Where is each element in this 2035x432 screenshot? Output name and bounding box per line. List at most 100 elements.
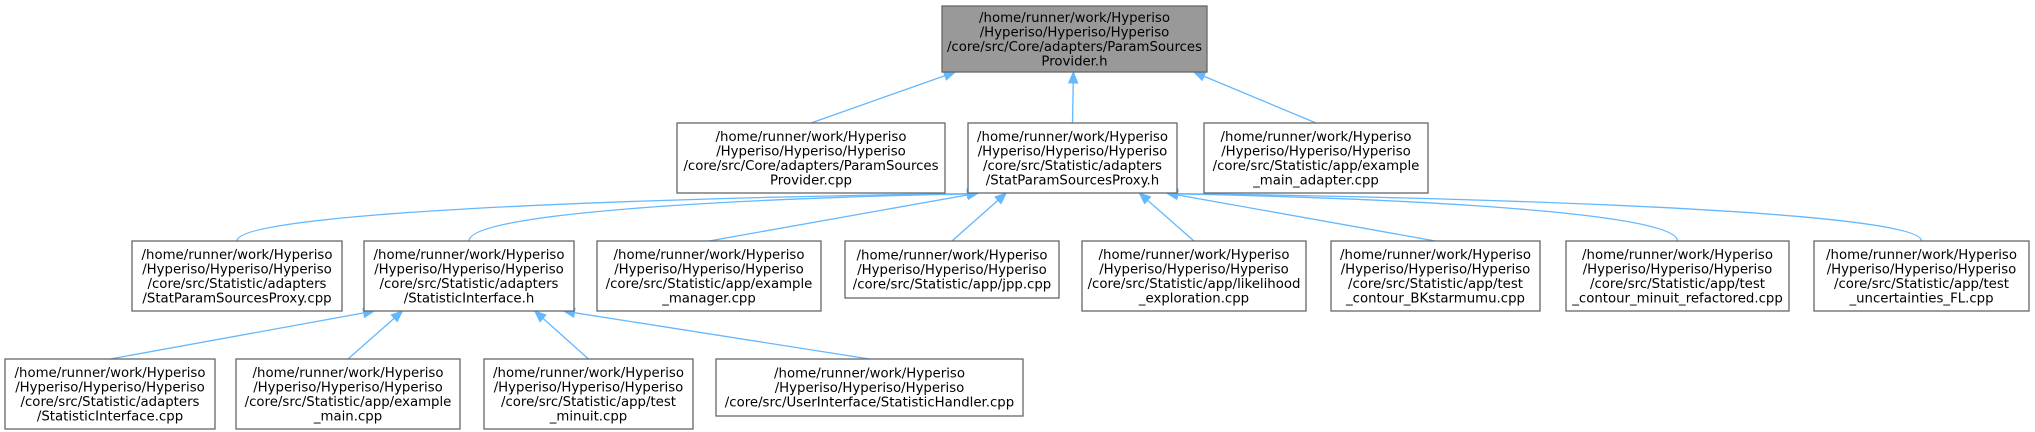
graph-node[interactable]: /home/runner/work/Hyperiso/Hyperiso/Hype…: [941, 5, 1208, 73]
node-label-line: /home/runner/work/Hyperiso: [857, 249, 1048, 264]
edge-line: [541, 317, 589, 360]
graph-node[interactable]: /home/runner/work/Hyperiso/Hyperiso/Hype…: [1813, 240, 2030, 312]
graph-node[interactable]: /home/runner/work/Hyperiso/Hyperiso/Hype…: [1203, 122, 1429, 194]
node-label-line: /core/src/Statistic/app/jpp.cpp: [853, 278, 1052, 293]
node-label-line: /home/runner/work/Hyperiso: [614, 248, 805, 263]
node-label-line: _manager.cpp: [661, 291, 756, 306]
node-label-line: /Hyperiso/Hyperiso/Hyperiso: [1341, 262, 1531, 277]
node-label-line: /home/runner/work/Hyperiso: [1099, 248, 1290, 263]
node-label-line: /home/runner/work/Hyperiso: [15, 366, 206, 381]
graph-node[interactable]: /home/runner/work/Hyperiso/Hyperiso/Hype…: [1081, 240, 1307, 312]
graph-node[interactable]: /home/runner/work/Hyperiso/Hyperiso/Hype…: [676, 122, 946, 194]
dependency-edge: [1192, 71, 1317, 124]
node-label-line: /core/src/Statistic/adapters: [380, 277, 559, 292]
edge-arrowhead: [390, 310, 404, 323]
node-label-line: /home/runner/work/Hyperiso: [977, 130, 1168, 145]
node-box: [1565, 240, 1790, 312]
node-label-line: /StatisticInterface.cpp: [37, 409, 183, 424]
graph-node[interactable]: /home/runner/work/Hyperiso/Hyperiso/Hype…: [235, 358, 461, 430]
node-label-line: /Hyperiso/Hyperiso/Hyperiso: [1099, 262, 1289, 277]
node-label-line: _contour_BKstarmumu.cpp: [1345, 291, 1525, 306]
node-label-line: /Hyperiso/Hyperiso/Hyperiso: [374, 262, 564, 277]
graph-node[interactable]: /home/runner/work/Hyperiso/Hyperiso/Hype…: [1330, 240, 1541, 312]
node-label-line: _minuit.cpp: [549, 409, 627, 424]
node-label-line: /Hyperiso/Hyperiso/Hyperiso: [980, 25, 1170, 40]
edge-line: [347, 317, 396, 360]
edge-line: [468, 193, 969, 242]
edge-line: [1071, 81, 1074, 124]
edge-line: [573, 311, 870, 360]
node-label-line: /StatParamSourcesProxy.h: [986, 173, 1159, 188]
node-label-line: /core/src/Statistic/app/test: [1590, 277, 1765, 292]
node-label-line: _main.cpp: [313, 409, 382, 424]
node-label-line: /home/runner/work/Hyperiso: [774, 367, 965, 382]
node-label-line: /Hyperiso/Hyperiso/Hyperiso: [1827, 262, 2017, 277]
node-box: [363, 240, 575, 312]
edge-arrowhead: [1192, 71, 1207, 82]
edge-line: [1176, 192, 1923, 242]
node-layer: /home/runner/work/Hyperiso/Hyperiso/Hype…: [4, 5, 2030, 430]
node-label-line: /core/src/Statistic/adapters: [21, 395, 200, 410]
node-label-line: _exploration.cpp: [1138, 291, 1249, 306]
node-label-line: /Hyperiso/Hyperiso/Hyperiso: [614, 262, 804, 277]
node-box: [4, 358, 216, 430]
node-label-line: /Hyperiso/Hyperiso/Hyperiso: [142, 262, 332, 277]
node-label-line: /home/runner/work/Hyperiso: [142, 248, 333, 263]
dependency-edge: [1067, 70, 1079, 124]
node-box: [1203, 122, 1429, 194]
node-label-line: /Hyperiso/Hyperiso/Hyperiso: [1583, 262, 1773, 277]
edge-line: [708, 194, 969, 242]
edge-arrowhead: [994, 192, 1008, 205]
edge-arrowhead: [1067, 70, 1079, 84]
node-label-line: /core/src/Core/adapters/ParamSources: [947, 40, 1202, 55]
edge-line: [1176, 193, 1679, 242]
edge-layer: [109, 70, 1923, 360]
node-box: [596, 240, 822, 312]
node-label-line: /home/runner/work/Hyperiso: [493, 366, 684, 381]
edge-line: [1202, 75, 1317, 124]
node-label-line: Provider.cpp: [770, 173, 852, 188]
edge-line: [1176, 194, 1436, 242]
dependency-edge: [951, 192, 1008, 242]
graph-node[interactable]: /home/runner/work/Hyperiso/Hyperiso/Hype…: [967, 122, 1178, 194]
node-label-line: /core/src/Statistic/app/test: [1348, 277, 1523, 292]
node-label-line: /Hyperiso/Hyperiso/Hyperiso: [1221, 144, 1411, 159]
graph-node[interactable]: /home/runner/work/Hyperiso/Hyperiso/Hype…: [596, 240, 822, 312]
node-label-line: _contour_minuit_refactored.cpp: [1571, 291, 1783, 306]
node-label-line: _main_adapter.cpp: [1252, 173, 1379, 188]
node-box: [715, 358, 1024, 417]
node-label-line: /home/runner/work/Hyperiso: [1826, 248, 2017, 263]
node-label-line: _uncertainties_FL.cpp: [1848, 291, 1993, 306]
edge-arrowhead: [1138, 192, 1152, 205]
edge-arrowhead: [942, 70, 957, 81]
node-label-line: /core/src/Statistic/adapters: [148, 277, 327, 292]
graph-node[interactable]: /home/runner/work/Hyperiso/Hyperiso/Hype…: [4, 358, 216, 430]
dependency-edge: [347, 310, 404, 360]
graph-node[interactable]: /home/runner/work/Hyperiso/Hyperiso/Hype…: [844, 240, 1060, 299]
node-label-line: /core/src/Statistic/app/example: [1213, 159, 1420, 174]
dependency-edge: [1138, 192, 1195, 242]
node-label-line: /core/src/Statistic/app/test: [1834, 277, 2009, 292]
graph-node[interactable]: /home/runner/work/Hyperiso/Hyperiso/Hype…: [715, 358, 1024, 417]
node-box: [1330, 240, 1541, 312]
node-label-line: /Hyperiso/Hyperiso/Hyperiso: [857, 263, 1047, 278]
node-label-line: /Hyperiso/Hyperiso/Hyperiso: [15, 380, 205, 395]
node-box: [235, 358, 461, 430]
node-label-line: /Hyperiso/Hyperiso/Hyperiso: [775, 381, 965, 396]
node-label-line: /core/src/Statistic/adapters: [983, 159, 1162, 174]
dependency-edge: [1165, 188, 1679, 242]
node-label-line: /home/runner/work/Hyperiso: [979, 11, 1170, 26]
node-box: [483, 358, 694, 430]
edge-line: [236, 192, 969, 242]
node-box: [1081, 240, 1307, 312]
node-label-line: /home/runner/work/Hyperiso: [1582, 248, 1773, 263]
graph-node[interactable]: /home/runner/work/Hyperiso/Hyperiso/Hype…: [131, 240, 343, 312]
graph-node[interactable]: /home/runner/work/Hyperiso/Hyperiso/Hype…: [483, 358, 694, 430]
node-label-line: /Hyperiso/Hyperiso/Hyperiso: [253, 380, 443, 395]
node-box: [844, 240, 1060, 299]
graph-node[interactable]: /home/runner/work/Hyperiso/Hyperiso/Hype…: [1565, 240, 1790, 312]
edge-line: [1146, 199, 1195, 242]
graph-node[interactable]: /home/runner/work/Hyperiso/Hyperiso/Hype…: [363, 240, 575, 312]
node-box: [131, 240, 343, 312]
node-label-line: /core/src/Statistic/app/example: [606, 277, 813, 292]
